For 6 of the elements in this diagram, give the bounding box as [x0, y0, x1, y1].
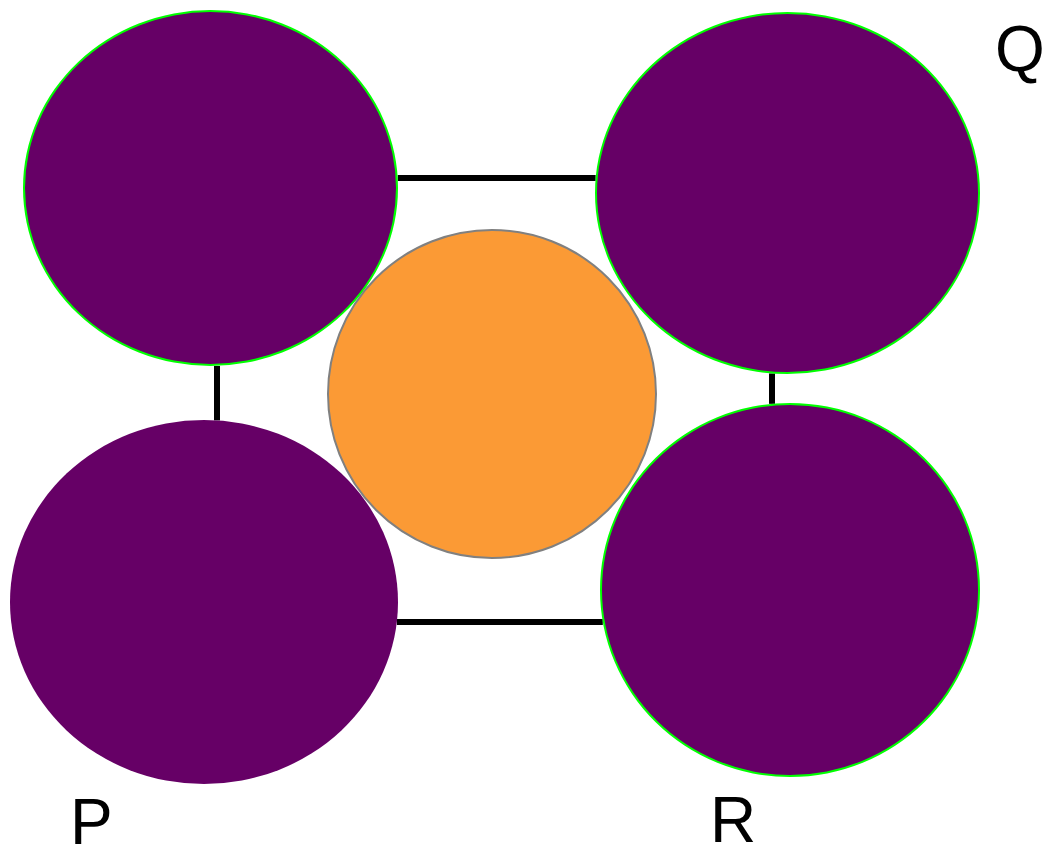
connector-line [396, 619, 603, 625]
connector-line [769, 373, 775, 404]
connector-line [397, 175, 596, 181]
letter-label: R [710, 788, 757, 852]
connector-line [214, 365, 220, 421]
letter-label: P [70, 790, 113, 854]
